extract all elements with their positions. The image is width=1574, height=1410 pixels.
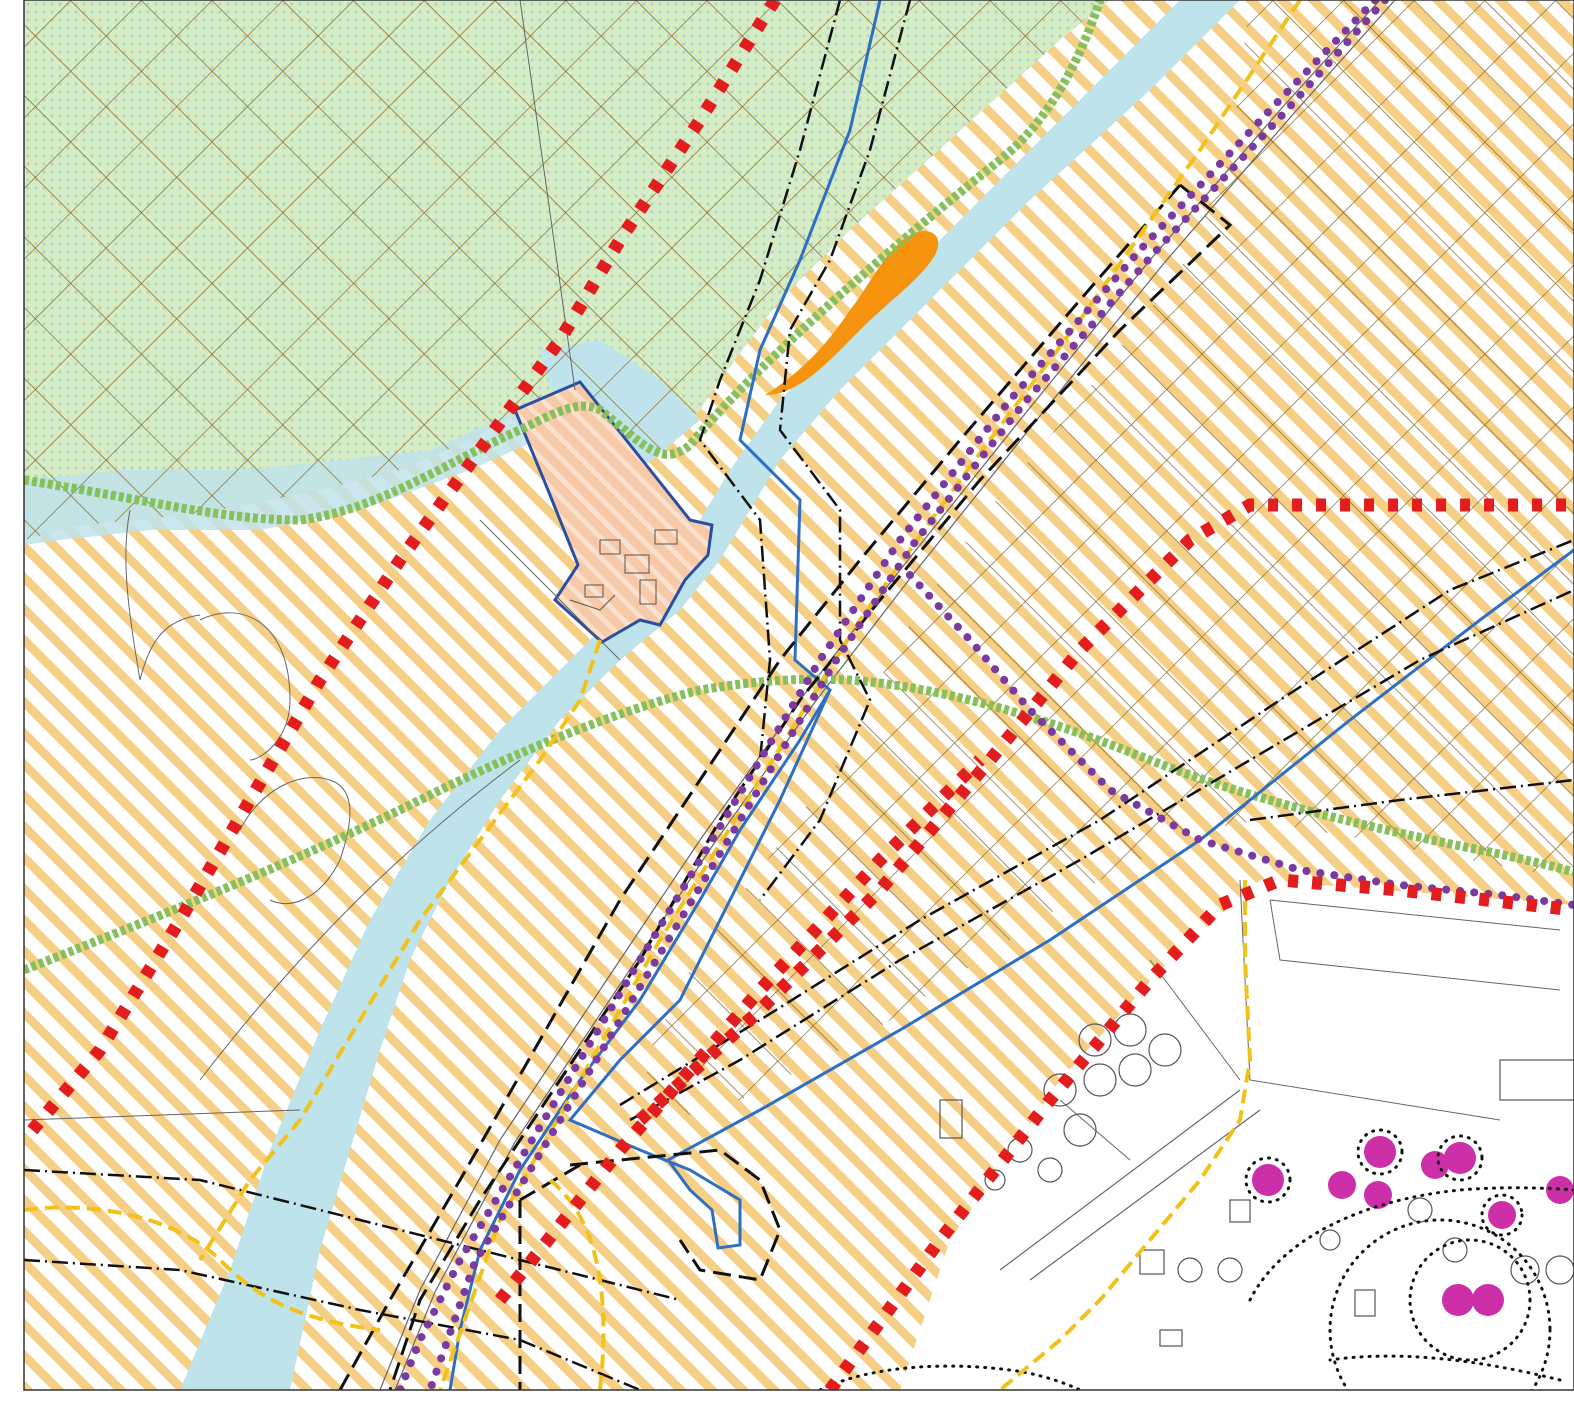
black-dotted-zones <box>818 1128 1574 1390</box>
yellow-dashed-roads <box>24 0 1302 1390</box>
storage-tanks-hazard <box>1252 1136 1574 1316</box>
plan-site-parcel[interactable] <box>513 380 714 644</box>
map-border <box>23 0 1574 1391</box>
purple-dotted-route <box>396 0 1574 1390</box>
refinery-area <box>900 880 1574 1390</box>
water-channel <box>180 0 1240 1390</box>
blue-lines <box>448 0 1574 1390</box>
orange-feature <box>765 231 939 395</box>
red-triangle-boundary <box>24 0 1574 1390</box>
green-ring-boundary <box>24 0 1574 975</box>
grid-hatch-east <box>640 0 1574 1130</box>
site-buildings <box>569 529 678 611</box>
grid-hatch-nature <box>24 0 1110 540</box>
